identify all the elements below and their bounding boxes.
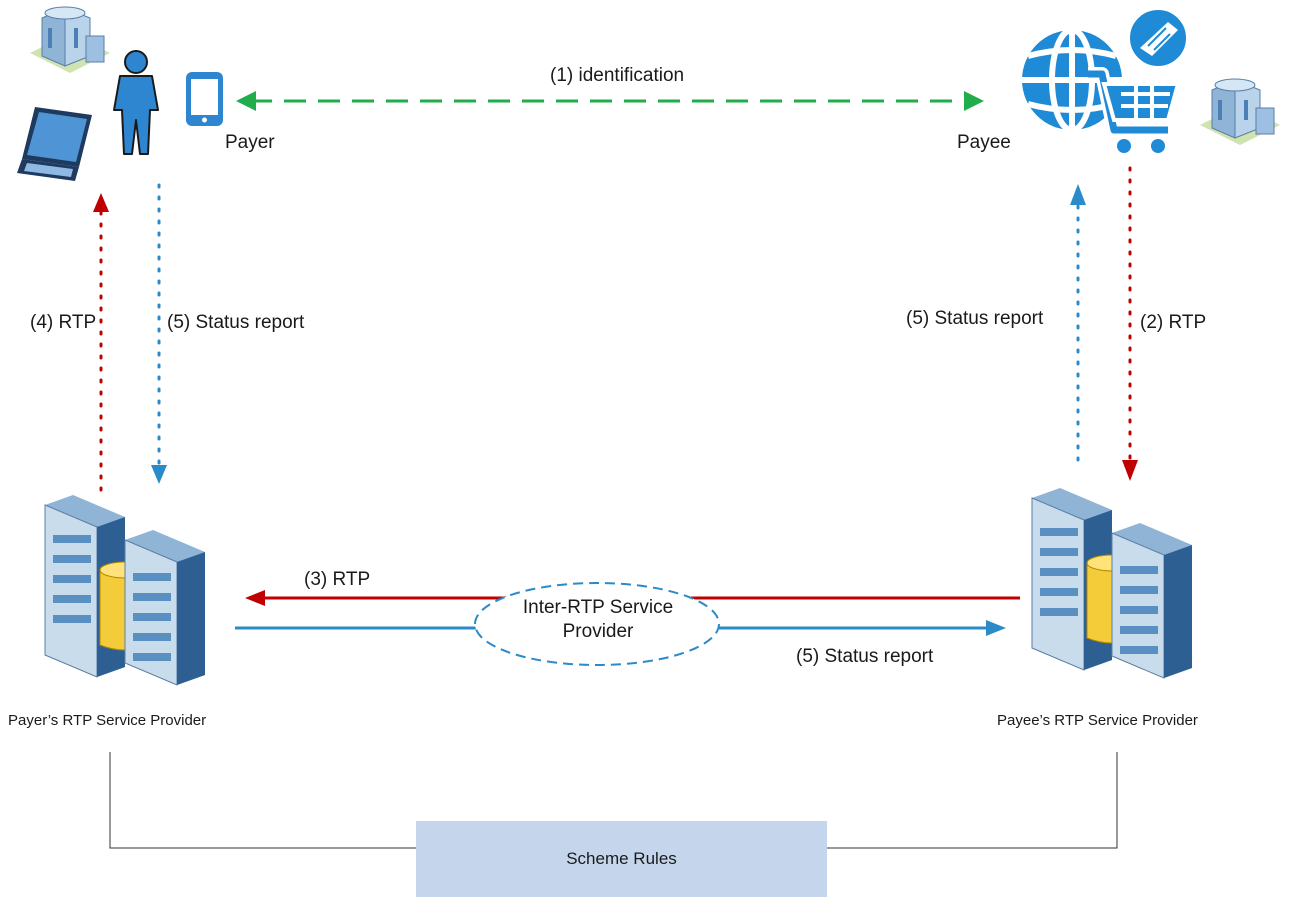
inter-provider-ellipse [474, 582, 720, 666]
inter-provider-line2: Provider [562, 620, 634, 642]
payer-label: Payer [225, 132, 275, 153]
person-icon [113, 50, 159, 155]
rtp-payee-psp-arrow [1122, 166, 1138, 481]
inter-provider-label: Inter-RTP Service Provider [478, 596, 718, 644]
payee-provider-label: Payee’s RTP Service Provider [997, 712, 1198, 729]
scheme-connector-right [827, 752, 1118, 849]
scheme-rules-label: Scheme Rules [566, 849, 677, 868]
status-payer-arrow [151, 183, 167, 484]
scheme-connector-left [109, 752, 416, 849]
status-inter-label: (5) Status report [796, 646, 934, 667]
payer-provider-server-icon [44, 495, 205, 686]
scheme-rules-box: Scheme Rules [416, 821, 827, 897]
rtp-to-payer-label: (4) RTP [30, 312, 97, 333]
payee-label: Payee [957, 132, 1011, 153]
payee-building-icon [1200, 78, 1280, 145]
identification-label: (1) identification [550, 65, 685, 86]
rtp-to-payer-arrow [93, 193, 109, 492]
phone-icon [186, 72, 223, 126]
payee-provider-server-icon [1031, 488, 1192, 679]
rtp-payee-psp-label: (2) RTP [1140, 312, 1207, 333]
rtp-inter-label: (3) RTP [304, 569, 371, 590]
status-payee-arrow [1070, 184, 1086, 462]
inter-provider-line1: Inter-RTP Service [522, 597, 674, 618]
laptop-icon [17, 107, 92, 181]
payee-webshop-icon [1022, 6, 1190, 153]
status-payee-label: (5) Status report [906, 308, 1044, 329]
identification-arrow [236, 91, 984, 111]
payer-building-icon [30, 6, 110, 73]
status-payer-label: (5) Status report [167, 312, 305, 333]
payer-provider-label: Payer’s RTP Service Provider [8, 712, 207, 729]
